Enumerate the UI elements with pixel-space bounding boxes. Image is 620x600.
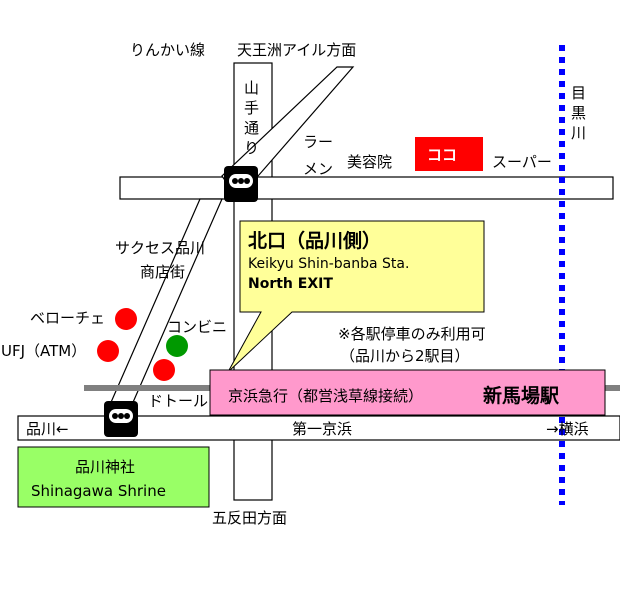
ramen-label: ラー メン <box>303 133 333 178</box>
north-exit-callout: 北口（品川側） Keikyu Shin-banba Sta. North EXI… <box>248 228 480 294</box>
coco-label: ココ <box>427 146 457 164</box>
callout-title: 北口（品川側） <box>248 230 382 252</box>
shrine-name-en: Shinagawa Shrine <box>31 482 166 500</box>
biyoin-label: 美容院 <box>347 153 392 171</box>
doutor-label: ドトール <box>148 392 208 410</box>
coco-box <box>415 137 483 171</box>
svg-text:通: 通 <box>244 119 259 137</box>
ufj-atm-label: UFJ（ATM） <box>1 342 86 360</box>
shinagawa-direction-label: 品川← <box>26 420 69 438</box>
svg-text:山: 山 <box>244 79 259 97</box>
railway-crossing <box>84 385 214 391</box>
super-label: スーパー <box>492 153 552 171</box>
station-name: 新馬場駅 <box>483 384 560 407</box>
upper-cross-road <box>119 176 614 200</box>
ufj-atm-dot <box>97 340 119 362</box>
callout-station-en: Keikyu Shin-banba Sta. <box>248 256 410 272</box>
yokohama-direction-label: →横浜 <box>546 420 589 438</box>
svg-text:り: り <box>244 139 259 157</box>
conbini-label: コンビニ <box>167 318 227 336</box>
svg-text:目: 目 <box>571 84 586 102</box>
shrine-box <box>17 446 210 508</box>
svg-text:川: 川 <box>571 124 586 142</box>
svg-text:手: 手 <box>244 99 259 117</box>
callout-exit-label: North EXIT <box>248 276 333 292</box>
success-shotengai-road <box>104 198 223 417</box>
station-box <box>209 369 606 416</box>
berooche-label: ベローチェ <box>30 309 105 327</box>
traffic-signal-icon <box>224 166 258 202</box>
svg-text:ラー: ラー <box>303 133 333 151</box>
doutor-dot <box>153 359 175 381</box>
traffic-signal-icon <box>104 401 138 437</box>
shotengai-label: 商店街 <box>140 263 185 281</box>
svg-text:メン: メン <box>303 160 333 178</box>
dai1-keihin-label: 第一京浜 <box>292 420 352 438</box>
berooche-dot <box>115 308 137 330</box>
tennozu-direction-label: 天王洲アイル方面 <box>237 41 356 59</box>
yamate-dori-label: 山 手 通 り <box>244 79 259 157</box>
rinkai-line-label: りんかい線 <box>130 41 205 59</box>
conbini-dot <box>166 335 188 357</box>
callout-box <box>227 220 485 373</box>
keikyu-line-label: 京浜急行（都営浅草線接続） <box>228 387 423 405</box>
svg-text:黒: 黒 <box>571 104 586 122</box>
success-shinagawa-label: サクセス品川 <box>115 239 205 257</box>
gotanda-direction-label: 五反田方面 <box>212 509 287 527</box>
shrine-name-ja: 品川神社 <box>75 458 135 476</box>
note-two-stops: （品川から2駅目） <box>340 347 470 365</box>
note-local-only: ※各駅停車のみ利用可 <box>338 325 486 343</box>
meguro-river-label: 目 黒 川 <box>571 84 586 142</box>
